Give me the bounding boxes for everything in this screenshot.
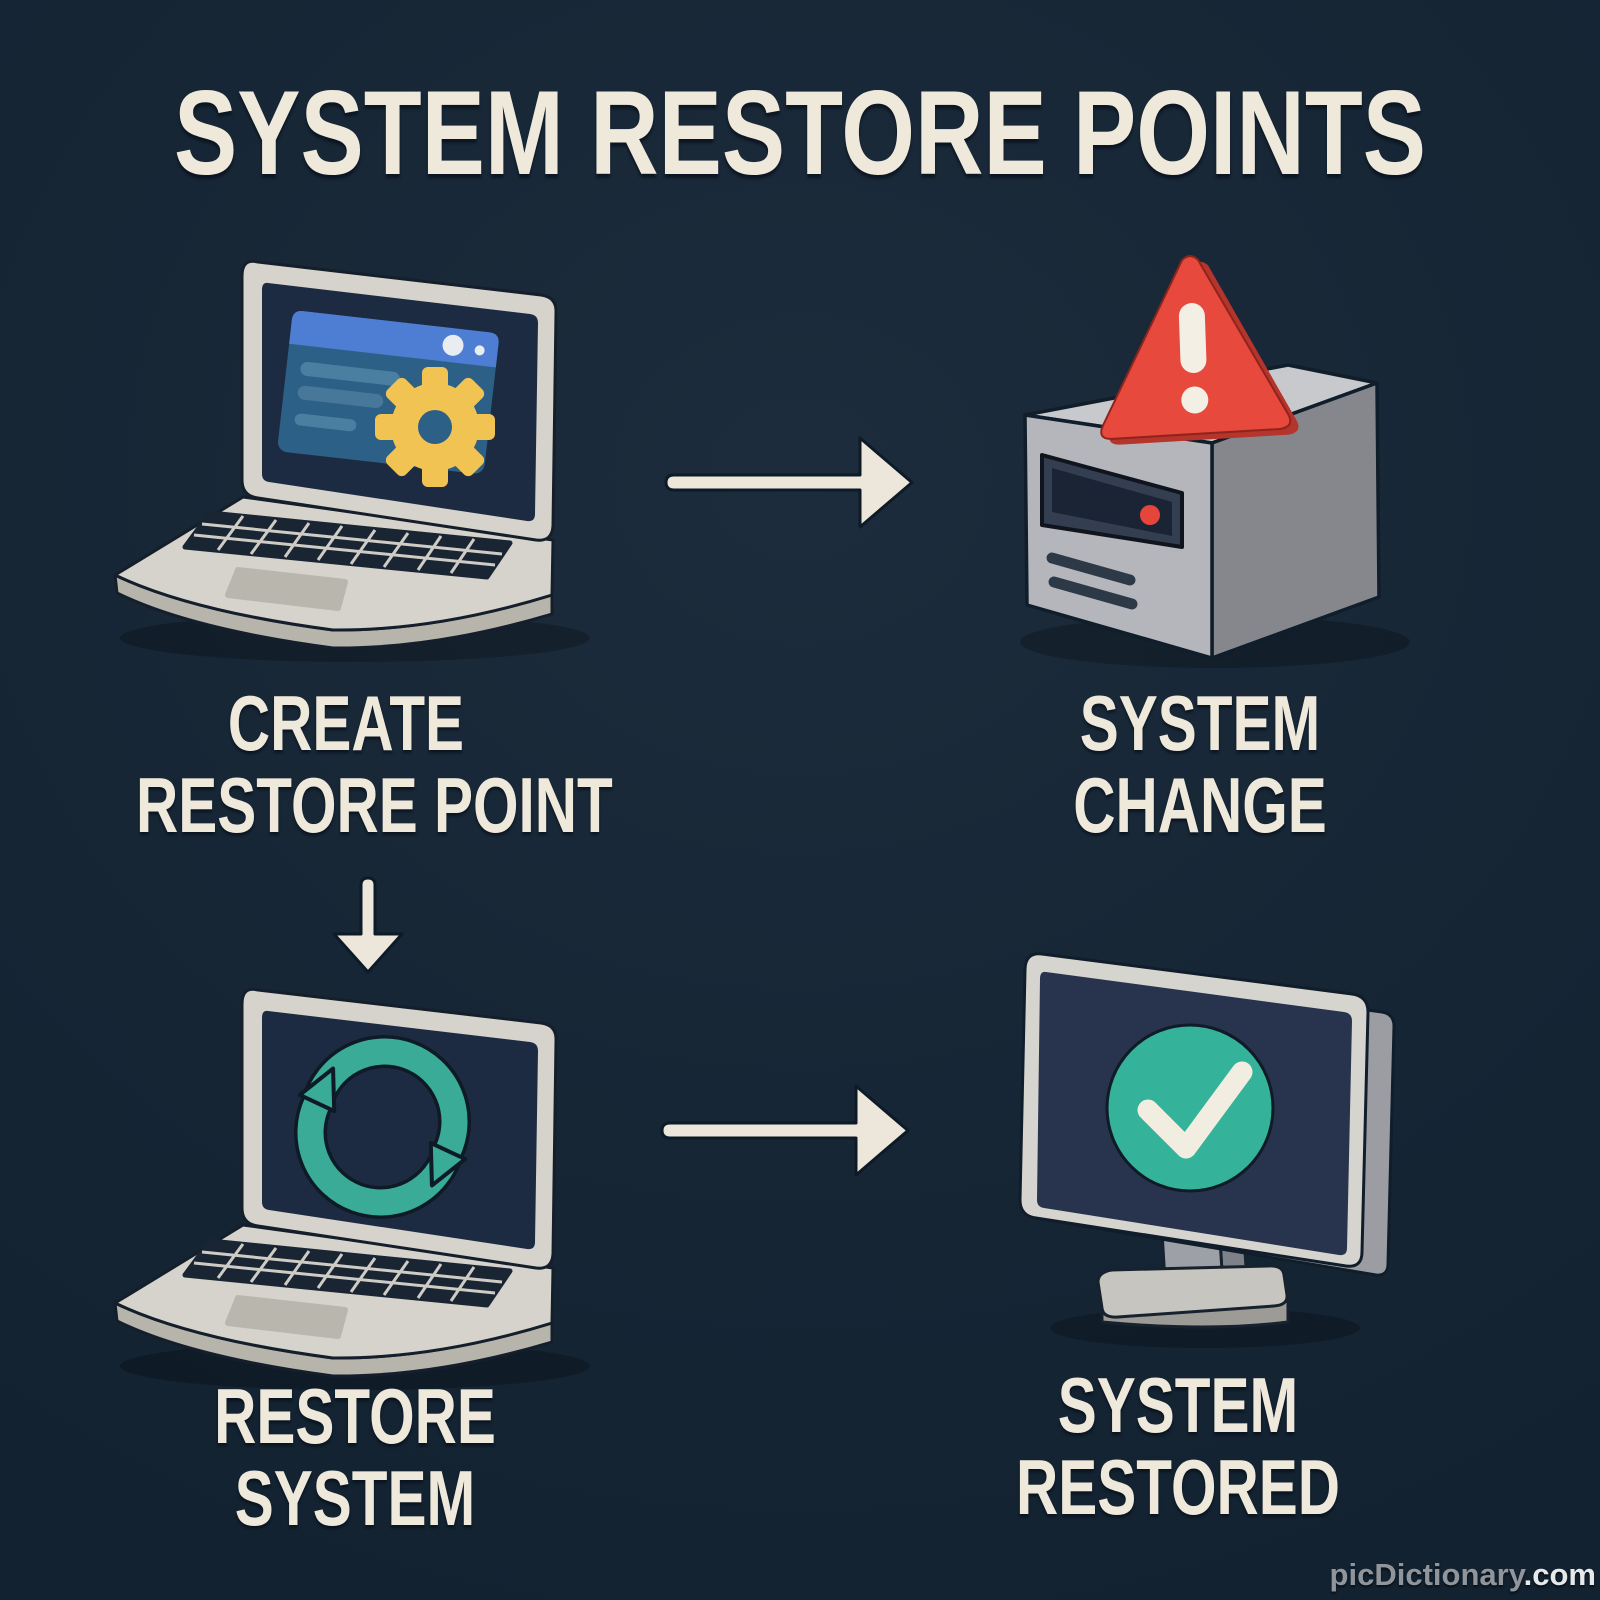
watermark: picDictionary.com	[1330, 1557, 1596, 1593]
checkmark-icon	[1137, 1061, 1253, 1159]
step-label-line: CHANGE	[1073, 760, 1327, 849]
step-label-restore-system: RESTORE SYSTEM	[145, 1372, 565, 1542]
monitor-check-icon	[1018, 952, 1396, 1348]
watermark-tld: .com	[1523, 1557, 1596, 1592]
arrow-right-icon	[660, 1084, 910, 1177]
step-label-line: RESTORE	[214, 1372, 496, 1460]
keyboard	[182, 510, 513, 580]
step-label-line: CREATE	[227, 679, 465, 767]
flow-arrow-create-to-change	[660, 430, 920, 535]
text-line	[297, 385, 384, 409]
text-line	[300, 362, 400, 386]
step-restore-system	[100, 958, 600, 1398]
check-circle-icon	[1105, 1023, 1275, 1193]
power-led	[1140, 505, 1160, 525]
page-title: SYSTEM RESTORE POINTS	[174, 66, 1426, 200]
watermark-site: picDictionary	[1329, 1557, 1524, 1592]
laptop-sync-icon	[113, 987, 590, 1390]
exclamation-dot	[1181, 386, 1209, 414]
server-vents	[1046, 552, 1138, 610]
server-warning-icon	[1020, 255, 1410, 668]
stand-base-top	[1096, 1264, 1289, 1319]
step-label-line: SYSTEM	[1057, 1361, 1299, 1449]
touchpad	[225, 1295, 348, 1339]
window-button	[474, 345, 485, 356]
step-label-line: SYSTEM	[234, 1453, 476, 1542]
keyboard	[182, 1238, 513, 1308]
laptop-settings-gear-icon	[113, 259, 590, 662]
warning-triangle-icon	[1100, 255, 1299, 445]
step-label-system-restored: SYSTEM RESTORED	[968, 1361, 1388, 1531]
flow-arrow-create-to-restore	[326, 872, 410, 980]
server-drive-panel	[1040, 453, 1184, 549]
step-label-create-restore-point: CREATE RESTORE POINT	[136, 679, 613, 849]
step-label-line: SYSTEM	[1079, 679, 1321, 767]
step-system-restored	[990, 930, 1430, 1350]
step-system-change	[980, 240, 1420, 680]
step-create-restore-point	[100, 230, 600, 670]
arrow-right-icon	[664, 436, 914, 529]
gear-icon	[375, 367, 495, 487]
step-label-line: RESTORED	[1016, 1442, 1340, 1531]
exclamation-mark	[1178, 303, 1207, 373]
text-line	[294, 413, 357, 432]
gear-hole	[418, 410, 452, 444]
window-button	[442, 334, 464, 356]
step-label-system-change: SYSTEM CHANGE	[990, 679, 1410, 849]
sync-arrows-icon	[294, 1035, 471, 1219]
step-label-line: RESTORE POINT	[136, 760, 613, 849]
arrow-down-icon	[332, 876, 404, 974]
touchpad	[225, 567, 348, 611]
flow-arrow-restore-to-restored	[656, 1078, 916, 1183]
